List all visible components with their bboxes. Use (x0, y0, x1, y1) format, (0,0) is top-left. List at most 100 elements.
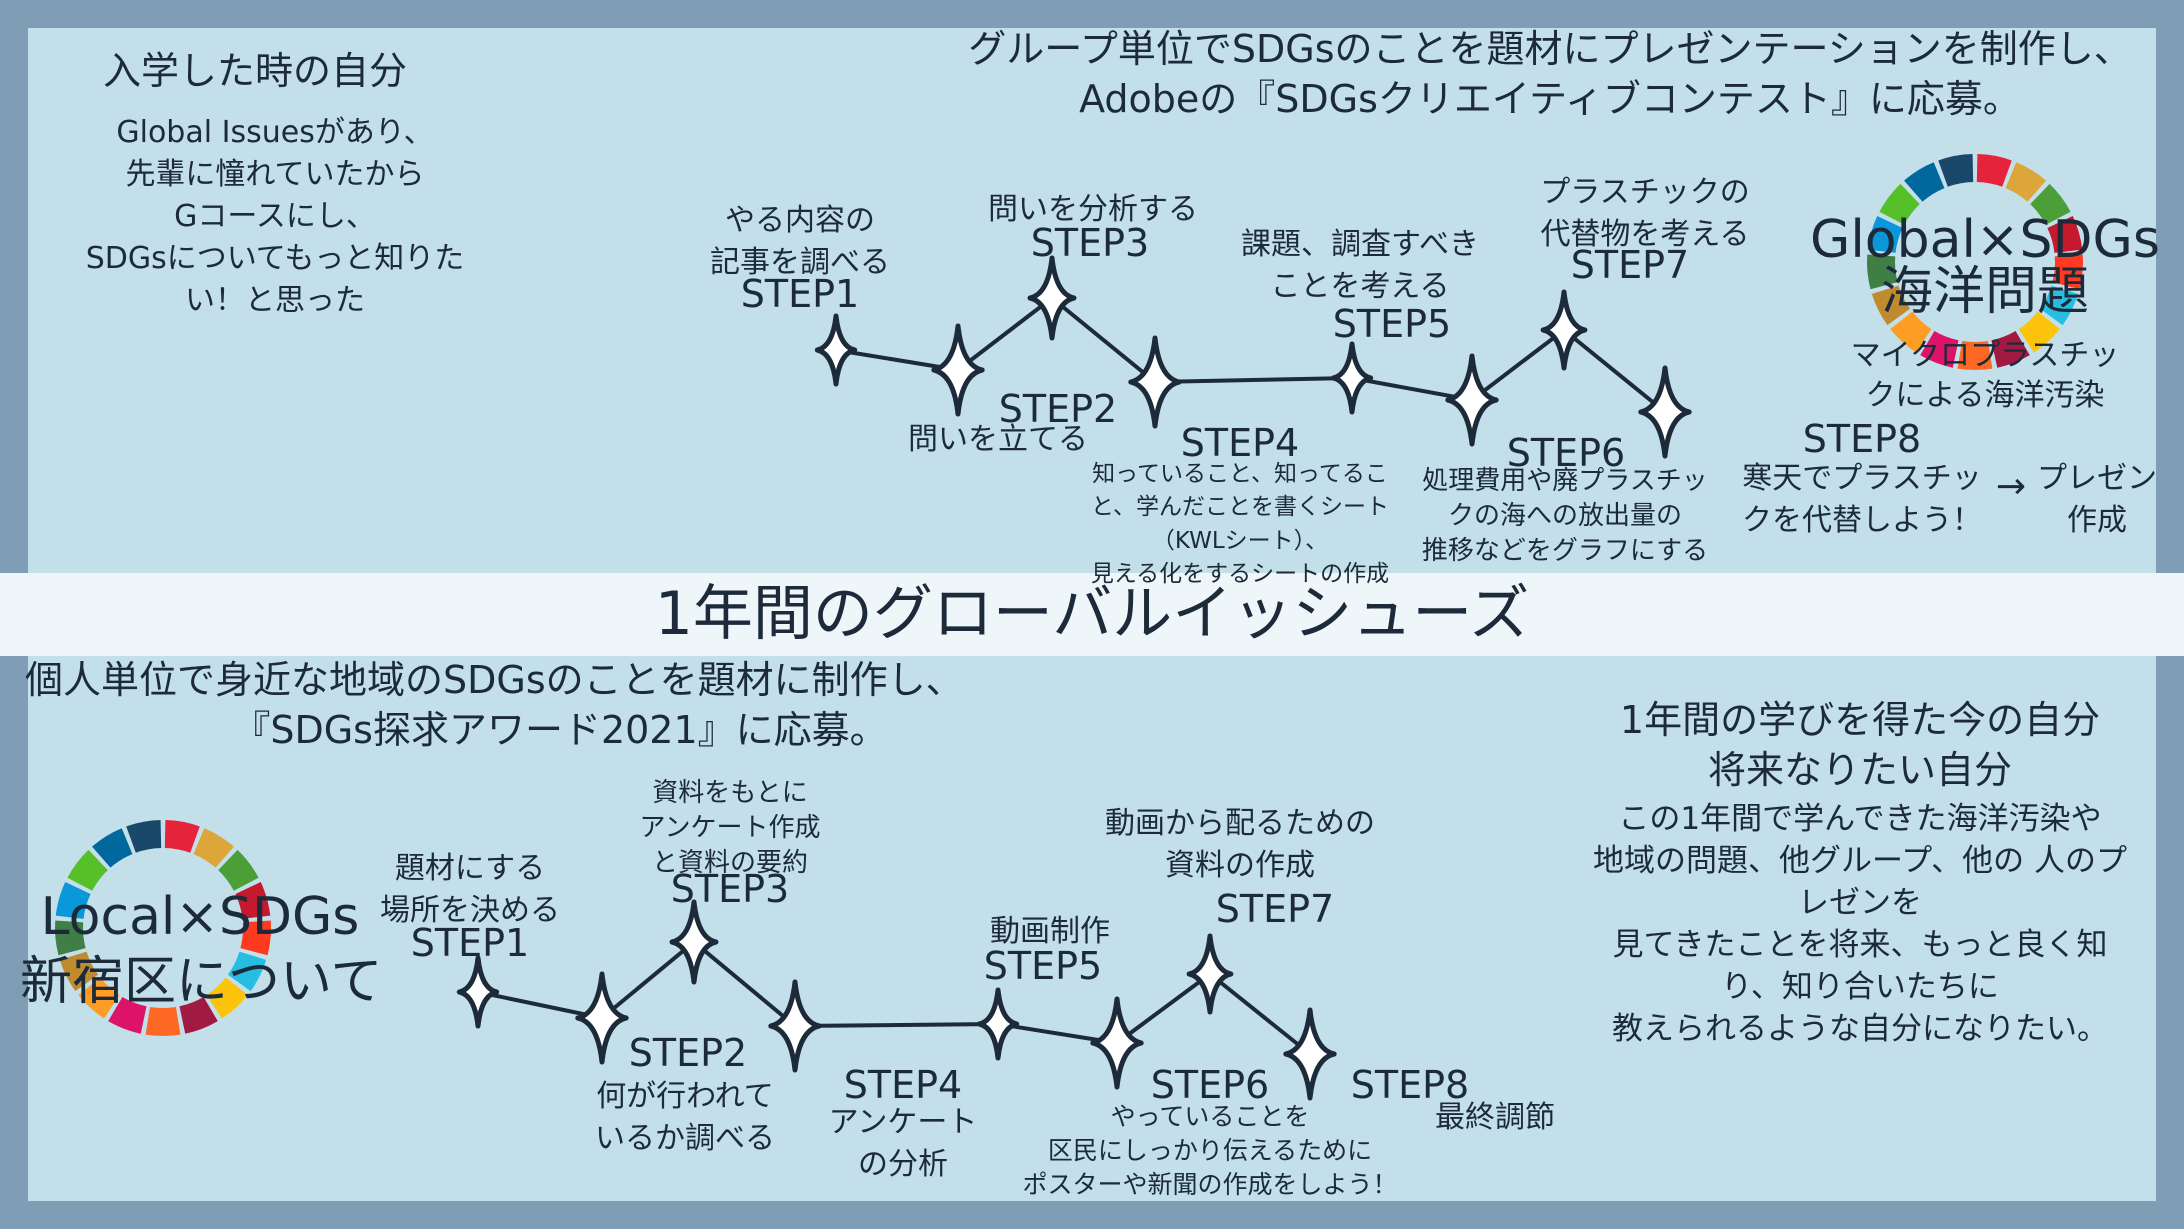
step-star-icon (931, 323, 985, 417)
sdg-wheel-top-segment (1904, 162, 1945, 202)
page-title: 1年間のグローバルイッシューズ (654, 579, 1530, 649)
sdg-wheel-top-segment (1920, 330, 1959, 368)
top-step4-label: STEP4 (1180, 421, 1300, 465)
sdg-wheel-bottom-segment (179, 996, 218, 1034)
sdg-wheel-bottom-segment (59, 951, 99, 992)
bottom-step8-label: STEP8 (1350, 1063, 1470, 1107)
top-step6-desc: 処理費用や廃プラスチックの海への放出量の推移などをグラフにする (1421, 466, 1709, 566)
top-step2-desc: 問いを立てる (908, 422, 1088, 457)
sdg-wheel-top-segment (2039, 285, 2079, 326)
bottom-header: 個人単位で身近な地域のSDGsのことを題材に制作し、『SDGs探求アワード202… (25, 658, 964, 752)
top-final-desc: プレゼン作成 (2037, 461, 2157, 538)
sdg-wheel-bottom-segment (235, 882, 271, 919)
step-star-icon (575, 971, 629, 1065)
step-star-icon (1090, 996, 1144, 1090)
title-band (0, 573, 2184, 656)
sdg-wheel-top-segment (1871, 285, 1911, 326)
sdg-wheel-top-segment (1976, 154, 2012, 187)
bottom-step5-label: STEP5 (983, 944, 1103, 988)
step-star-icon (1027, 255, 1077, 341)
top-step6-label: STEP6 (1506, 431, 1626, 475)
step-markers (456, 255, 1692, 1101)
sdg-wheel-bottom-segment (145, 1006, 181, 1036)
step-star-icon (1330, 341, 1374, 415)
sdg-wheel-top-segment (2005, 162, 2046, 202)
sdg-wheel-bottom-segment (78, 977, 120, 1019)
sdg-wheel-top-segment (2030, 183, 2071, 225)
sdg-wheel-bottom-segment (218, 849, 259, 891)
bottom-step4-desc: アンケートの分析 (828, 1105, 978, 1182)
sdg-wheel-bottom-segment (240, 920, 271, 956)
sdg-wheel-top-segment (1991, 330, 2030, 368)
sdg-wheel-top-segment (1938, 154, 1974, 187)
sdg-wheel-bottom-segment (67, 849, 108, 891)
arrow-icon: → (1995, 466, 2027, 507)
sdg-wheel-top (1867, 154, 2083, 370)
bottom-step6-label: STEP6 (1150, 1063, 1270, 1107)
sdg-wheel-top-segment (1890, 311, 1932, 353)
top-step1-label: STEP1 (740, 272, 860, 316)
bottom-step1-desc: 題材にする場所を決める (380, 851, 560, 928)
bottom-timeline-line (477, 939, 1312, 1056)
step-star-icon (1638, 365, 1692, 459)
top-step3-label: STEP3 (1030, 221, 1150, 265)
sdg-wheel-top-segment (1879, 183, 1920, 225)
bottom-step2-desc: 何が行われているか調べる (595, 1079, 775, 1156)
sdg-wheel-top-segment (2018, 311, 2060, 353)
top-step4-desc: 知っていること、知ってること、学んだことを書くシート（KWLシート）、見える化を… (1090, 461, 1390, 588)
sdg-wheel-bottom (55, 820, 271, 1036)
sdg-wheel-top-segment (1867, 254, 1898, 290)
top-step1-desc: やる内容の記事を調べる (710, 203, 890, 280)
bottom-step7-label: STEP7 (1215, 887, 1335, 931)
bottom-step7-desc: 動画から配るための資料の作成 (1105, 806, 1375, 883)
top-step7-desc: プラスチックの代替物を考える (1540, 175, 1750, 252)
outro-heading: 1年間の学びを得た今の自分将来なりたい自分 (1619, 698, 2101, 792)
top-step3-desc: 問いを分析する (988, 192, 1198, 227)
top-step7-label: STEP7 (1570, 243, 1690, 287)
top-header: グループ単位でSDGsのことを題材にプレゼンテーションを制作し、Adobeの『S… (968, 27, 2132, 121)
step-star-icon (1186, 933, 1234, 1015)
bottom-step3-desc: 資料をもとにアンケート作成と資料の要約 (639, 778, 821, 878)
step-star-icon (976, 987, 1020, 1061)
sdg-wheel-bottom-segment (55, 882, 91, 919)
top-timeline-line (835, 295, 1667, 414)
sdg-wheel-bottom-segment (108, 996, 147, 1034)
step-star-icon (669, 899, 719, 985)
top-step8-desc: 寒天でプラスチックを代替しよう！ (1742, 461, 1982, 538)
bottom-step4-label: STEP4 (843, 1063, 963, 1107)
sdg-wheel-bottom-segment (206, 977, 248, 1019)
outro-text: この1年間で学んできた海洋汚染や地域の問題、他グループ、他の 人のプレゼンを見て… (1592, 801, 2128, 1047)
sdg-wheel-top-segment (1957, 340, 1993, 370)
sdg-wheel-bottom-segment (193, 828, 234, 868)
sdg-wheel-bottom-segment (164, 820, 200, 853)
sdg-wheel-top-segment (2052, 254, 2083, 290)
top-logo-subtext: マイクロプラスチックによる海洋汚染 (1850, 338, 2120, 413)
step-star-icon (1540, 289, 1588, 371)
top-step2-label: STEP2 (998, 387, 1118, 431)
top-step8-label: STEP8 (1802, 417, 1922, 461)
sdg-wheel-bottom-segment (92, 828, 133, 868)
sdg-wheel-bottom-segment (126, 820, 162, 853)
top-step5-desc: 課題、調査すべきことを考える (1241, 227, 1479, 304)
sdg-wheel-top-segment (2047, 216, 2083, 253)
step-star-icon (768, 979, 822, 1073)
step-star-icon (1128, 335, 1182, 429)
timeline-lines (477, 295, 1667, 1056)
bottom-step3-label: STEP3 (670, 867, 790, 911)
bottom-step1-label: STEP1 (410, 921, 530, 965)
sdg-wheel-bottom-segment (55, 920, 86, 956)
bottom-step2-label: STEP2 (628, 1031, 748, 1075)
step-star-icon (814, 313, 858, 387)
step-star-icon (1445, 353, 1499, 447)
step-star-icon (1283, 1007, 1337, 1101)
sdg-wheel-bottom-segment (227, 951, 267, 992)
sdg-wheel-top-segment (1867, 216, 1903, 253)
step-star-icon (456, 955, 500, 1029)
top-step5-label: STEP5 (1332, 302, 1452, 346)
bottom-step8-desc: 最終調節 (1435, 1100, 1555, 1135)
intro-heading: 入学した時の自分 (102, 49, 407, 93)
